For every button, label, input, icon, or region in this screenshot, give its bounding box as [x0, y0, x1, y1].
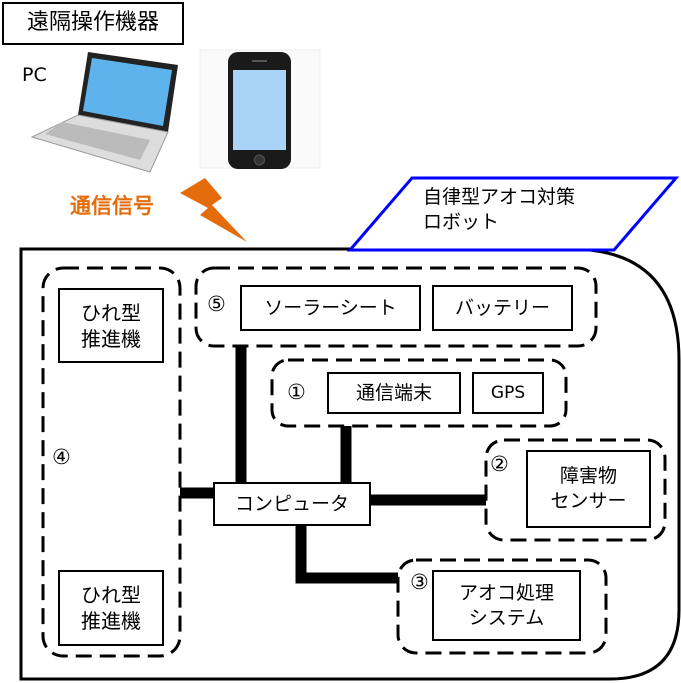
group-3-number: ③	[410, 570, 429, 594]
comm-terminal-box: 通信端末	[327, 372, 461, 414]
remote-devices-title: 遠隔操作機器	[2, 2, 184, 45]
connection-lines	[180, 346, 486, 584]
laptop-icon	[30, 52, 178, 173]
robot-body-outline	[19, 247, 681, 681]
solar-sheet-box: ソーラーシート	[240, 285, 421, 331]
group-5-outline	[194, 266, 598, 348]
robot-label-shape	[346, 176, 680, 252]
group-4-outline	[41, 266, 182, 658]
gps-box: GPS	[472, 372, 544, 414]
group-2-number: ②	[490, 452, 509, 476]
signal-label: 通信信号	[70, 194, 154, 218]
aoko-processing-box: アオコ処理 システム	[432, 570, 581, 641]
group-1-outline	[270, 358, 568, 428]
computer-box: コンピュータ	[213, 482, 371, 526]
group-2-outline	[484, 438, 667, 542]
group-5-number: ⑤	[207, 292, 226, 316]
group-3-outline	[396, 558, 608, 655]
group-4-number: ④	[52, 445, 71, 469]
fin-thruster-bottom: ひれ型 推進機	[58, 570, 164, 646]
battery-box: バッテリー	[432, 285, 573, 331]
group-1-number: ①	[287, 380, 306, 404]
pc-label: PC	[22, 64, 47, 86]
lightning-bolt-icon	[180, 178, 247, 242]
smartphone-icon	[228, 52, 291, 169]
obstacle-sensor-box: 障害物 センサー	[526, 450, 651, 528]
fin-thruster-top: ひれ型 推進機	[58, 288, 164, 363]
robot-label: 自律型アオコ対策 ロボット	[423, 186, 576, 233]
